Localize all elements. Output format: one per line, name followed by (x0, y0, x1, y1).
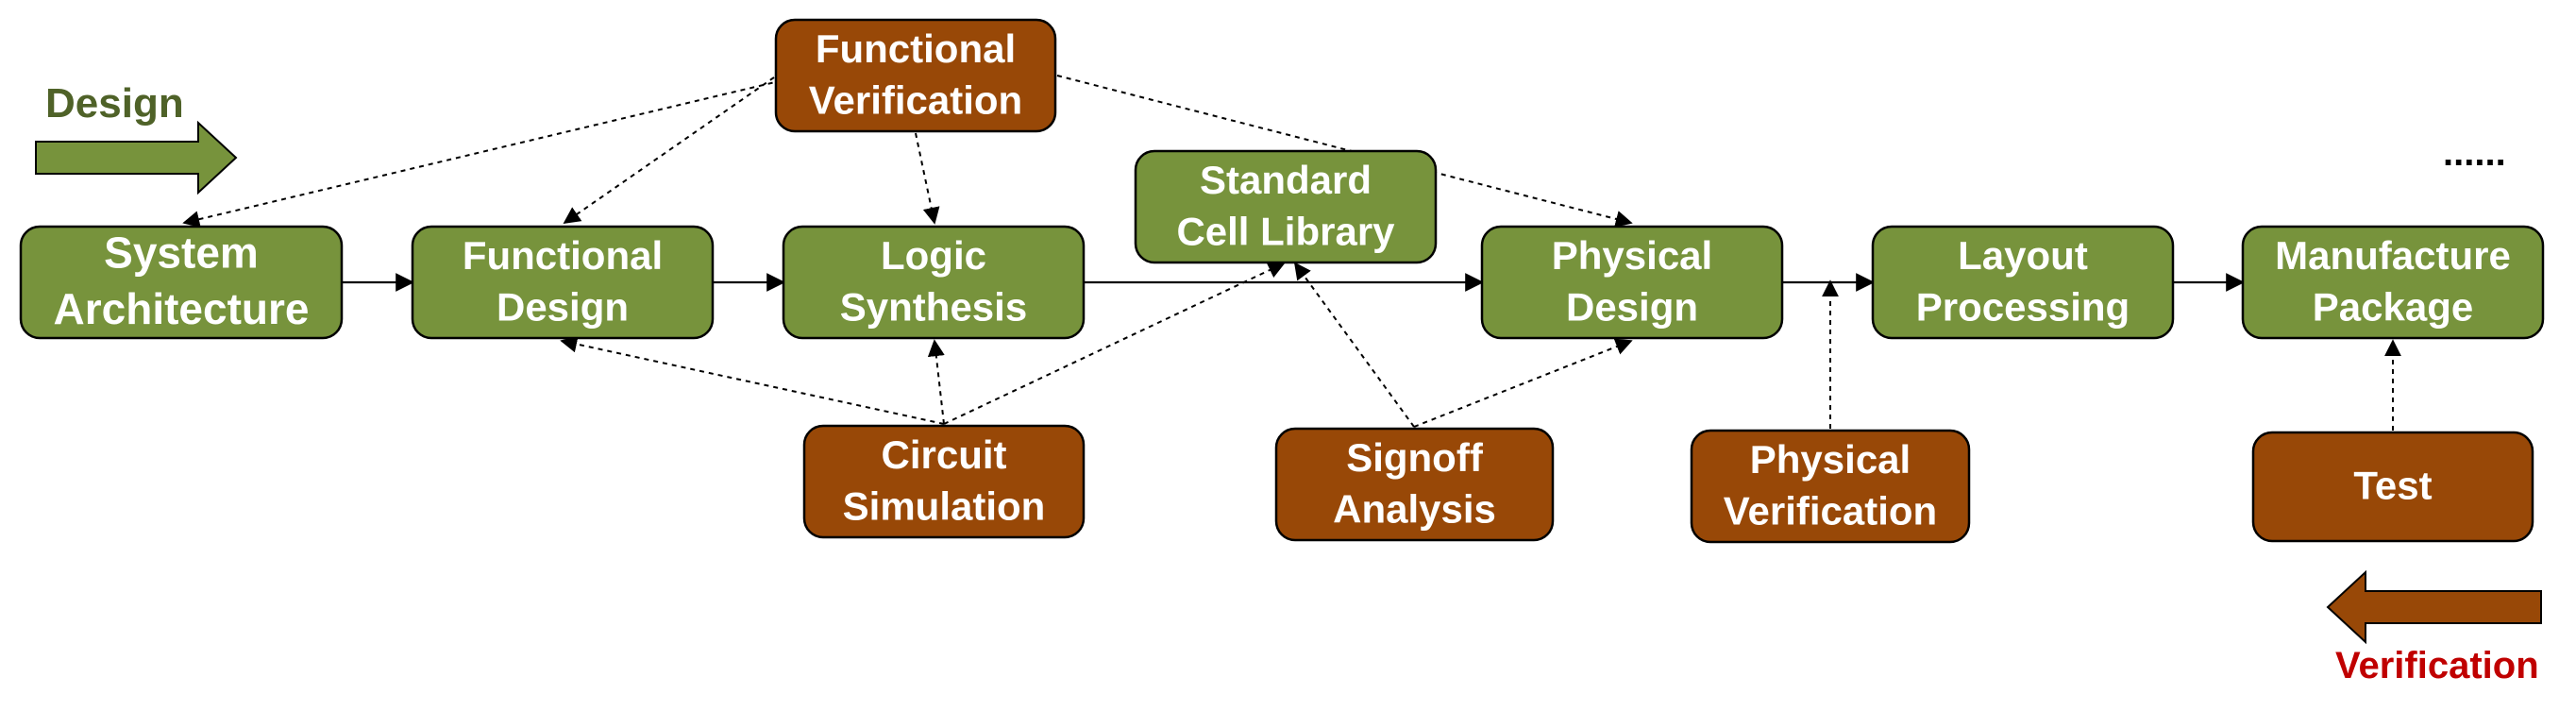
physical-verification-label-line-2: Verification (1724, 488, 1937, 533)
continuation-ellipsis: ...... (2443, 132, 2506, 174)
circuit-simulation-label-line-1: Circuit (881, 432, 1006, 477)
functional-verification-label-line-2: Verification (809, 77, 1022, 122)
check-arrow-circuit-simulation-to-standard-cell-library (943, 262, 1286, 425)
functional-design-label-line-1: Functional (463, 233, 663, 278)
check-arrow-signoff-analysis-to-standard-cell-library (1293, 262, 1415, 428)
check-arrow-circuit-simulation-to-functional-design (560, 335, 945, 425)
design-direction-arrow (35, 120, 238, 195)
logic-synthesis-box-shape (782, 225, 1086, 340)
circuit-simulation-label-line-2: Simulation (843, 483, 1046, 528)
manufacture-package-label-line-1: Manufacture (2275, 233, 2511, 278)
manufacture-package-label-line-2: Package (2313, 284, 2473, 329)
system-architecture-box-shape (19, 225, 344, 340)
system-architecture-label-line-2: Architecture (54, 284, 310, 333)
verification-direction-arrow (2326, 569, 2542, 645)
standard-cell-library-label-line-2: Cell Library (1176, 209, 1395, 253)
logic-synthesis-label-line-2: Synthesis (840, 284, 1027, 329)
nodes-layer: SystemArchitectureFunctionalDesignLogicS… (19, 18, 2545, 544)
test-box: Test (2251, 431, 2534, 543)
logic-synthesis-label-line-1: Logic (881, 233, 986, 278)
physical-verification-box-shape (1690, 429, 1971, 544)
physical-verification-label-line-1: Physical (1750, 437, 1911, 482)
circuit-simulation-box-shape (802, 424, 1086, 539)
physical-design-label-line-2: Design (1566, 284, 1698, 329)
edges-layer (182, 75, 2401, 431)
functional-design-box-shape (411, 225, 715, 340)
check-arrow-functional-verification-to-system-architecture (182, 77, 792, 229)
test-box-shape (2251, 431, 2534, 543)
manufacture-package-box-shape (2241, 225, 2545, 340)
check-arrow-functional-verification-to-logic-synthesis (915, 132, 940, 225)
standard-cell-library-label-line-1: Standard (1200, 158, 1372, 202)
physical-design-label-line-1: Physical (1552, 233, 1712, 278)
functional-design-label-line-2: Design (497, 284, 629, 329)
layout-processing-label-line-1: Layout (1958, 233, 2088, 278)
signoff-analysis-label-line-2: Analysis (1333, 486, 1496, 531)
verification-legend-label: Verification (2335, 645, 2539, 686)
design-legend-label: Design (45, 80, 184, 127)
functional-verification-label-line-1: Functional (816, 26, 1016, 71)
physical-design-box-shape (1480, 225, 1784, 340)
functional-verification-box-shape (774, 18, 1057, 133)
signoff-analysis-box-shape (1274, 427, 1555, 542)
check-arrow-circuit-simulation-to-logic-synthesis (927, 339, 945, 425)
standard-cell-library-box-shape (1134, 149, 1438, 264)
layout-processing-box-shape (1871, 225, 2175, 340)
test-label-line-1: Test (2353, 464, 2432, 508)
signoff-analysis-label-line-1: Signoff (1346, 435, 1484, 480)
layout-processing-label-line-2: Processing (1916, 284, 2130, 329)
check-arrow-signoff-analysis-to-physical-design (1413, 338, 1633, 428)
check-arrow-functional-verification-to-functional-design (563, 76, 775, 225)
system-architecture-label-line-1: System (104, 228, 259, 277)
check-arrow-functional-verification-to-physical-design (1056, 75, 1633, 228)
